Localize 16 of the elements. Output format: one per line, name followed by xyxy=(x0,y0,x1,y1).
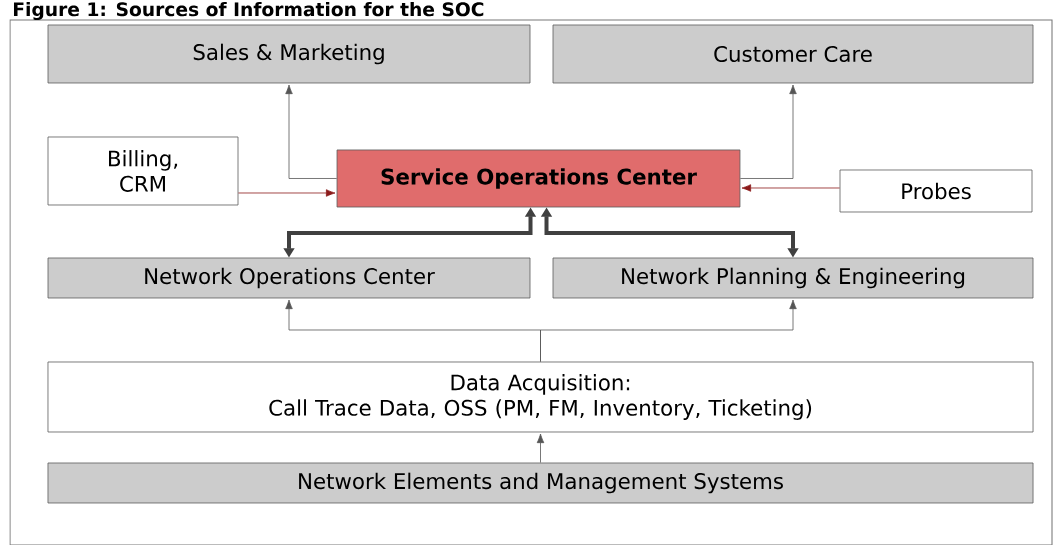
process-box: Data Acquisition: Call Trace Data, OSS (PM, FM, Inventory, Ticketing) xyxy=(47,361,1034,433)
process-box: Billing, CRM xyxy=(47,136,239,206)
arrow xyxy=(741,184,840,192)
figure-title: Figure 1: Sources of Information for the SOC xyxy=(14,1,484,21)
process-box: Probes xyxy=(839,169,1033,213)
process-box: Network Planning & Engineering xyxy=(552,257,1034,299)
arrow xyxy=(536,433,545,463)
center-box: Service Operations Center xyxy=(336,149,741,208)
process-box: Network Elements and Management Systems xyxy=(47,462,1034,504)
process-box: Customer Care xyxy=(552,24,1034,84)
process-box: Sales & Marketing xyxy=(47,24,531,84)
arrow xyxy=(285,84,338,179)
arrow xyxy=(739,84,797,179)
arrow xyxy=(540,299,797,362)
arrow xyxy=(238,189,336,197)
process-box: Network Operations Center xyxy=(47,257,531,299)
